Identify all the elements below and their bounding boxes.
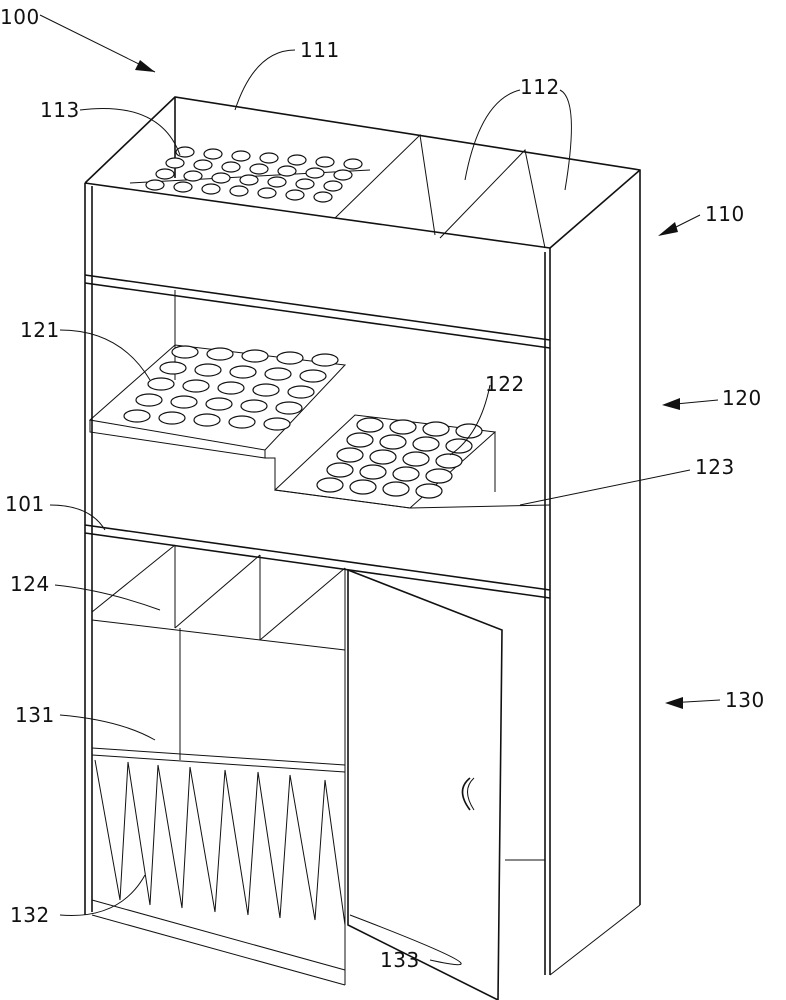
rack-hole: [183, 170, 203, 182]
rack-hole: [182, 379, 210, 393]
rack-hole: [287, 154, 307, 166]
rack-hole: [435, 453, 463, 469]
rack-hole: [203, 148, 223, 160]
label-122: 122: [485, 372, 525, 396]
rack-hole: [123, 409, 151, 423]
rack-hole: [349, 479, 377, 495]
rack-hole: [311, 353, 339, 367]
rack-hole: [193, 413, 221, 427]
rack-hole: [252, 383, 280, 397]
rack-hole: [316, 477, 344, 493]
rack-hole: [205, 397, 233, 411]
rack-hole: [259, 152, 279, 164]
label-110: 110: [705, 202, 745, 226]
rack-hole: [170, 395, 198, 409]
rack-hole: [165, 157, 185, 169]
rack-hole: [346, 432, 374, 448]
rack-hole: [206, 347, 234, 361]
rack-hole: [422, 421, 450, 437]
rack-hole: [402, 451, 430, 467]
rack-hole: [326, 462, 354, 478]
rack-hole: [145, 179, 165, 191]
rack-hole: [229, 365, 257, 379]
rack-hole: [155, 168, 175, 180]
rack-hole: [241, 349, 269, 363]
rack-hole: [228, 415, 256, 429]
label-111: 111: [300, 38, 340, 62]
rack-hole: [135, 393, 163, 407]
label-123: 123: [695, 455, 735, 479]
rack-hole: [275, 401, 303, 415]
rack-hole: [336, 447, 364, 463]
rack-hole: [425, 468, 453, 484]
rack-hole: [359, 464, 387, 480]
rack-hole: [315, 156, 335, 168]
rack-hole: [249, 163, 269, 175]
label-124: 124: [10, 572, 50, 596]
rack-hole: [171, 345, 199, 359]
rack-hole: [158, 411, 186, 425]
rack-hole: [217, 381, 245, 395]
rack-hole: [194, 363, 222, 377]
rack-hole: [287, 385, 315, 399]
rack-hole: [343, 158, 363, 170]
sorting-slots: [91, 759, 346, 986]
rack-hole: [299, 369, 327, 383]
rack-hole: [305, 167, 325, 179]
rack-hole: [229, 185, 249, 197]
rack-hole: [193, 159, 213, 171]
rack-hole: [356, 417, 384, 433]
rack-hole: [323, 180, 343, 192]
rack-hole: [392, 466, 420, 482]
rack-hole: [240, 399, 268, 413]
rack-hole: [147, 377, 175, 391]
rack-hole: [231, 150, 251, 162]
label-120: 120: [722, 386, 762, 410]
label-112: 112: [520, 75, 560, 99]
rack-hole: [313, 191, 333, 203]
label-101: 101: [5, 492, 45, 516]
rack-hole: [379, 434, 407, 450]
label-113: 113: [40, 98, 80, 122]
rack-hole: [173, 181, 193, 193]
rack-hole: [264, 367, 292, 381]
label-133: 133: [380, 948, 420, 972]
rack-hole: [267, 176, 287, 188]
label-121: 121: [20, 318, 60, 342]
rack-hole: [221, 161, 241, 173]
label-130: 130: [725, 688, 765, 712]
label-131: 131: [15, 703, 55, 727]
cabinet-door: [347, 568, 503, 1000]
rack-hole: [382, 481, 410, 497]
rack-hole: [239, 174, 259, 186]
rack-hole: [211, 172, 231, 184]
rack-hole: [295, 178, 315, 190]
rack-hole: [277, 165, 297, 177]
leader-lines: [39, 14, 721, 966]
label-100: 100: [0, 5, 40, 29]
cabinet-outline: [84, 96, 641, 1000]
rack-hole: [276, 351, 304, 365]
rack-hole: [369, 449, 397, 465]
rack-hole: [415, 483, 443, 499]
rack-hole: [257, 187, 277, 199]
label-132: 132: [10, 903, 50, 927]
rack-hole: [159, 361, 187, 375]
rack-hole: [263, 417, 291, 431]
rack-hole: [412, 436, 440, 452]
rack-hole: [445, 438, 473, 454]
rack-hole: [201, 183, 221, 195]
rack-hole: [175, 146, 195, 158]
rack-hole: [285, 189, 305, 201]
rack-hole: [389, 419, 417, 435]
rack-hole: [333, 169, 353, 181]
holes: [123, 146, 483, 499]
